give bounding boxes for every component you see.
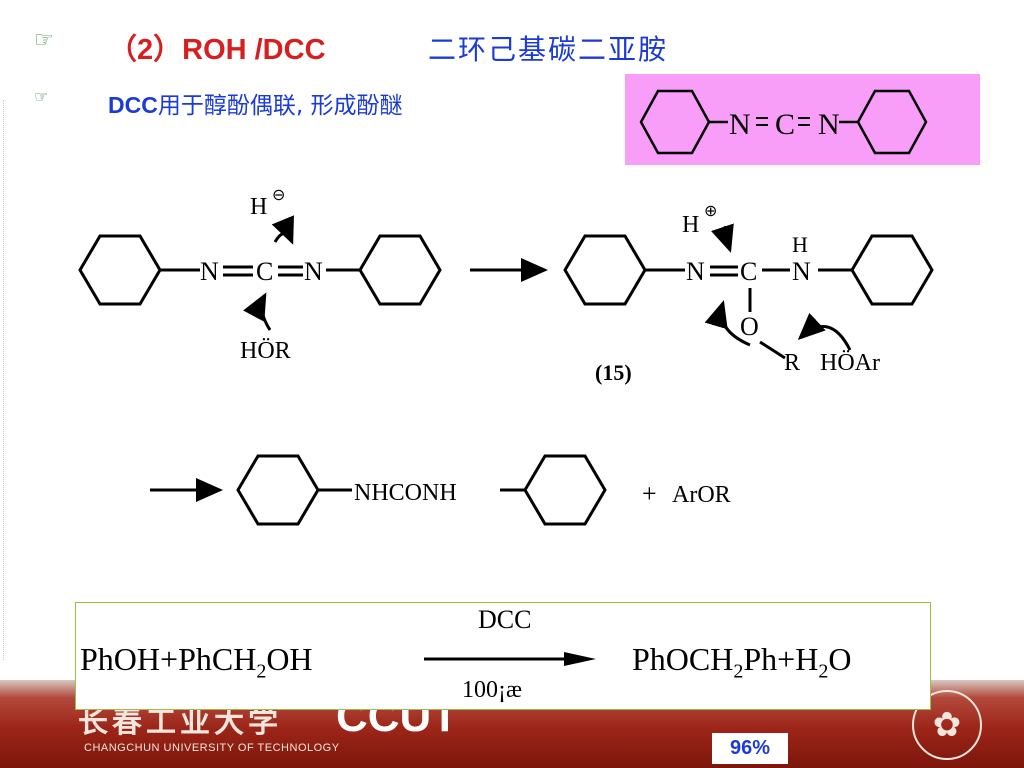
charge-plus-icon: ⊕ [704,203,717,220]
cyclohexane-ring [236,454,320,526]
atom-h: H [792,232,808,257]
compound-label: (15) [595,360,632,385]
h-anion: H [250,194,267,220]
conditions-label: 100¡æ [462,677,522,703]
university-emblem-icon: ✿ [912,690,982,760]
reaction-arrow [424,652,596,666]
cyclohexane-ring [563,234,647,306]
mechanism-scheme: H ⊖ N C N HÖR H ⊕ N C H N O R HÖAr (15) … [78,187,934,526]
university-name: CHANGCHUN UNIVERSITY OF TECHNOLOGY [84,742,340,754]
slide-subtitle: DCC用于醇酚偶联, 形成酚醚 [108,86,402,120]
left-margin-line [3,100,4,660]
reactant-text: PhOH+PhCH [80,641,257,677]
cyclohexane-ring [850,234,934,306]
alcohol-label: HÖR [240,338,291,364]
urea-label: NHCONH [354,480,457,506]
subscript: 2 [733,660,744,683]
atom-c: C [256,257,273,286]
subtitle-dcc: DCC [108,92,158,118]
subscript: 2 [256,660,267,683]
atom-n: N [792,257,811,286]
cyclohexane-ring [639,89,711,155]
reaction-equation-box: DCC 100¡æ PhOH+PhCH2OH PhOCH2Ph+H2O [75,602,931,710]
dcc-structure-box: N C N [625,74,980,165]
plus-sign: + [642,479,657,508]
product-text: Ph+H [743,641,819,677]
pointing-hand-icon: ☞ [34,87,49,106]
products: PhOCH2Ph+H2O [632,641,851,683]
slide-title: （2）ROH /DCC [108,34,326,66]
atom-n: N [686,257,705,286]
atom-n: N [729,108,751,141]
h-cation: H [682,212,699,238]
product-text: PhOCH [632,641,734,677]
ether-label: ArOR [672,482,731,508]
cyclohexane-ring [78,234,162,306]
product-text: O [828,641,852,677]
phenol-label: HÖAr [820,350,880,376]
pointing-hand-icon: ☞ [34,28,54,53]
university-logo-chinese: 长春工业大学 [78,705,282,740]
cyclohexane-ring [358,234,442,306]
cyclohexane-ring [856,89,928,155]
subtitle-text: 用于醇酚偶联, 形成酚醚 [157,93,403,119]
atom-n: N [304,257,323,286]
atom-n: N [818,108,840,141]
r-group: R [784,350,800,376]
reagent-label: DCC [478,605,532,634]
charge-minus-icon: ⊖ [272,187,285,204]
slide-title-chinese: 二环己基碳二亚胺 [428,33,669,66]
cyclohexane-ring [523,454,607,526]
dcc-structure: N C N [639,89,928,155]
yield-badge: 96% [712,733,788,764]
atom-c: C [775,108,795,141]
reactant-text: OH [266,641,313,677]
atom-n: N [200,257,219,286]
atom-o: O [740,312,759,341]
reactants: PhOH+PhCH2OH [80,641,313,683]
subscript: 2 [818,660,829,683]
atom-c: C [740,257,757,286]
